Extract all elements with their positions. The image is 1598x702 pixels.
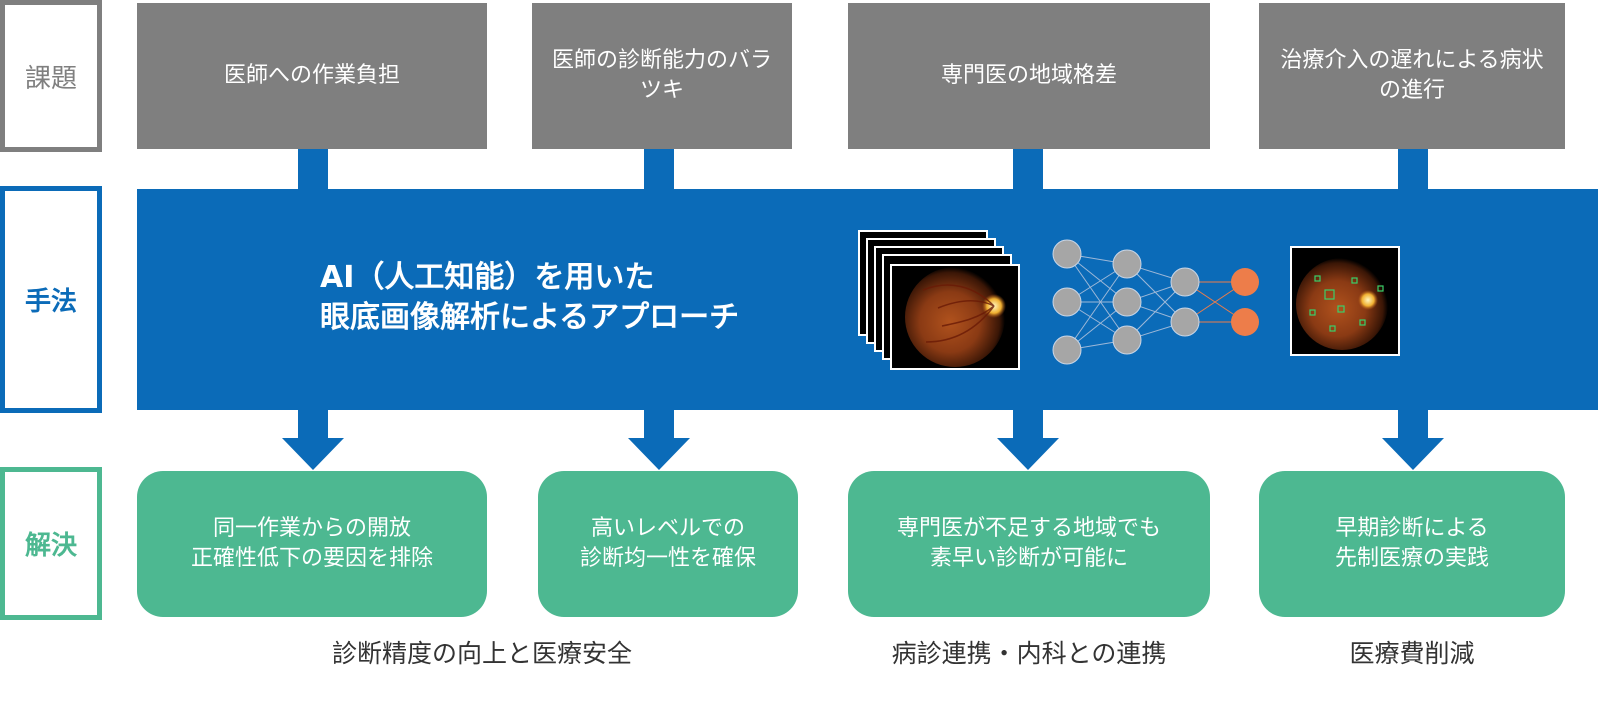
method-title-line2: 眼底画像解析によるアプローチ — [320, 300, 740, 335]
solution-box-2: 高いレベルでの診断均一性を確保 — [538, 471, 798, 617]
solution-2-line1: 高いレベルでの — [590, 516, 745, 541]
problem-box-1: 医師への作業負担 — [137, 3, 487, 149]
problem-text-1: 医師への作業負担 — [223, 63, 400, 88]
method-title: AI（人工知能）を用いた 眼底画像解析によるアプローチ — [320, 258, 840, 338]
arrow-down-1 — [282, 408, 344, 470]
solution-box-4: 早期診断による先制医療の実践 — [1259, 471, 1565, 617]
arrow-down-4 — [1382, 408, 1444, 470]
neural-network-icon — [1052, 239, 1259, 365]
solution-box-3: 専門医が不足する地域でも素早い診断が可能に — [848, 471, 1210, 617]
problem-text-4: 治療介入の遅れによる病状の進行 — [1280, 48, 1544, 103]
connector-3 — [1013, 149, 1043, 193]
problem-box-4: 治療介入の遅れによる病状の進行 — [1259, 3, 1565, 149]
connector-4 — [1398, 149, 1428, 193]
row-label-method: 手法 — [0, 186, 102, 413]
fundus-image-stack — [858, 230, 1020, 370]
problem-box-3: 専門医の地域格差 — [848, 3, 1210, 149]
outcome-2: 病診連携・内科との連携 — [891, 639, 1167, 668]
solution-1-line2: 正確性低下の要因を排除 — [190, 546, 433, 571]
solution-3-line2: 素早い診断が可能に — [929, 546, 1128, 571]
arrow-down-2 — [628, 408, 690, 470]
solution-4-line2: 先制医療の実践 — [1334, 546, 1489, 571]
fundus-result-image — [1290, 246, 1400, 356]
solution-3-line1: 専門医が不足する地域でも — [896, 516, 1161, 541]
outcome-3: 医療費削減 — [1349, 639, 1475, 668]
problem-text-3: 専門医の地域格差 — [940, 63, 1117, 88]
row-label-solution: 解決 — [0, 467, 102, 620]
arrow-down-3 — [997, 408, 1059, 470]
problem-text-2: 医師の診断能力のバラツキ — [551, 48, 772, 103]
solution-4-line1: 早期診断による — [1335, 516, 1489, 541]
outcome-1: 診断精度の向上と医療安全 — [331, 639, 632, 668]
row-label-problem: 課題 — [0, 0, 102, 152]
solution-1-line1: 同一作業からの開放 — [212, 516, 411, 541]
solution-2-line2: 診断均一性を確保 — [579, 546, 756, 571]
solution-box-1: 同一作業からの開放正確性低下の要因を排除 — [137, 471, 487, 617]
connector-2 — [644, 149, 674, 193]
connector-1 — [298, 149, 328, 193]
method-title-line1: AI（人工知能）を用いた — [320, 260, 655, 295]
problem-box-2: 医師の診断能力のバラツキ — [532, 3, 792, 149]
